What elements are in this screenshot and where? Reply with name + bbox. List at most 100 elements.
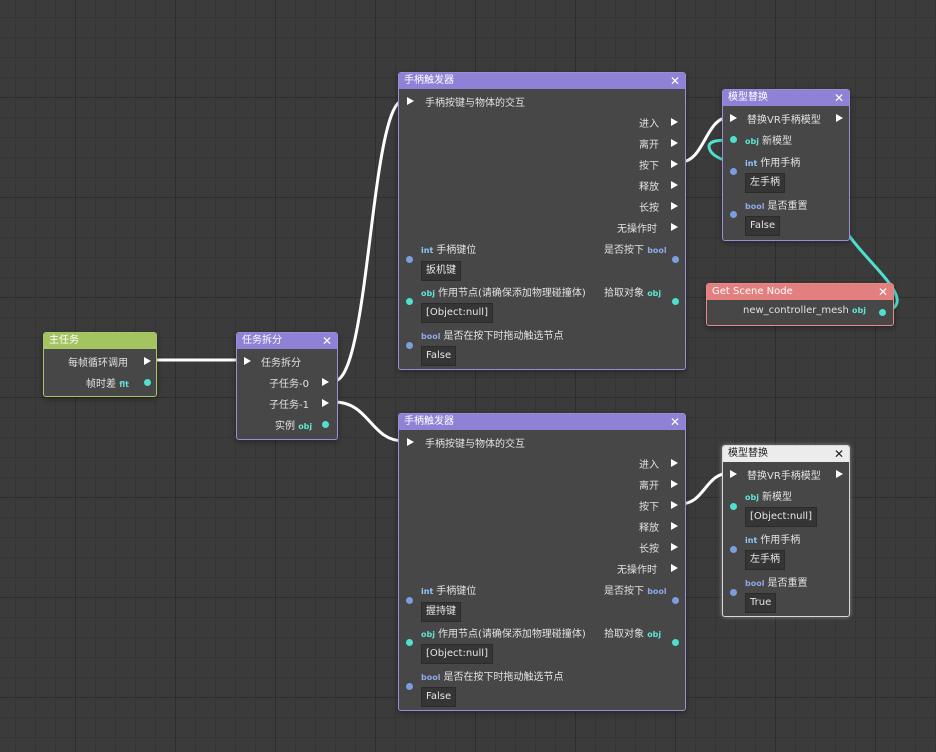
scene-node-output-label: new_controller_mesh obj	[743, 305, 869, 316]
target-node-input-port[interactable]	[406, 298, 413, 305]
target-hand-field[interactable]: 左手柄	[745, 173, 785, 193]
new-model-field[interactable]: [Object:null]	[745, 507, 817, 527]
close-icon[interactable]: ✕	[877, 285, 888, 299]
pick-object-label: 拾取对象 obj	[604, 625, 664, 640]
target-hand-input-port[interactable]	[730, 546, 737, 553]
target-hand-input-port[interactable]	[730, 168, 737, 175]
model-swap-a-header[interactable]: 模型替换✕	[723, 90, 849, 106]
pick-object-output-port[interactable]	[672, 639, 679, 646]
trigger-node-a[interactable]: 手柄触发器✕ 手柄按键与物体的交互 进入 离开 按下 释放 长按 无操作时 in…	[398, 72, 686, 370]
loop-output-port[interactable]	[144, 357, 151, 365]
main-task-node[interactable]: 主任务 每帧循环调用 帧时差 flt	[43, 332, 157, 397]
button-key-text: 手柄键位	[436, 586, 477, 597]
release-output-label: 释放	[639, 182, 659, 193]
idle-output-port[interactable]	[671, 564, 678, 572]
split-input-port[interactable]	[244, 357, 251, 365]
task-split-header[interactable]: 任务拆分 ✕	[237, 333, 337, 349]
subtask-1-port[interactable]	[322, 399, 329, 407]
new-model-text: 新模型	[761, 492, 792, 503]
pick-object-output-port[interactable]	[672, 298, 679, 305]
subtask-1-label: 子任务-1	[269, 400, 309, 411]
leave-output-label: 离开	[639, 481, 659, 492]
enter-output-port[interactable]	[671, 459, 678, 467]
task-split-node[interactable]: 任务拆分✕ 任务拆分 子任务-0 子任务-1 实例 obj	[236, 332, 338, 440]
close-icon[interactable]: ✕	[321, 334, 332, 348]
target-hand-field[interactable]: 左手柄	[745, 550, 785, 570]
drag-select-input-port[interactable]	[406, 342, 413, 349]
target-node-field[interactable]: [Object:null]	[421, 303, 493, 323]
drag-select-field[interactable]: False	[421, 346, 457, 366]
close-icon[interactable]: ✕	[669, 74, 680, 88]
leave-output-port[interactable]	[671, 480, 678, 488]
get-scene-node[interactable]: Get Scene Node✕ new_controller_mesh obj	[706, 283, 894, 326]
trigger-a-input-port[interactable]	[407, 97, 414, 105]
close-icon[interactable]: ✕	[833, 447, 844, 461]
is-pressed-output-port[interactable]	[672, 597, 679, 604]
press-output-port[interactable]	[671, 501, 678, 509]
main-task-header[interactable]: 主任务	[44, 333, 156, 349]
new-model-input-port[interactable]	[730, 136, 737, 143]
scene-node-output-port[interactable]	[879, 309, 886, 316]
trigger-b-input-label: 手柄按键与物体的交互	[425, 439, 525, 450]
obj-type-tag: obj	[647, 289, 662, 298]
idle-output-label: 无操作时	[617, 565, 657, 576]
trigger-a-header[interactable]: 手柄触发器✕	[399, 73, 685, 89]
target-node-input-port[interactable]	[406, 639, 413, 646]
button-key-input-port[interactable]	[406, 597, 413, 604]
button-key-input-port[interactable]	[406, 256, 413, 263]
press-output-port[interactable]	[671, 160, 678, 168]
release-output-port[interactable]	[671, 181, 678, 189]
is-pressed-output-port[interactable]	[672, 256, 679, 263]
get-scene-node-header[interactable]: Get Scene Node✕	[707, 284, 893, 300]
enter-output-port[interactable]	[671, 118, 678, 126]
hold-output-port[interactable]	[671, 543, 678, 551]
new-model-input-port[interactable]	[730, 503, 737, 510]
replace-model-label: 替换VR手柄模型	[747, 115, 821, 126]
button-key-field[interactable]: 握持键	[421, 602, 461, 622]
replace-model-output-port[interactable]	[836, 470, 843, 478]
target-node-text: 作用节点(请确保添加物理碰撞体)	[437, 288, 586, 299]
model-swap-a-input-port[interactable]	[730, 114, 737, 122]
bool-type-tag: bool	[745, 202, 765, 211]
trigger-b-input-port[interactable]	[407, 438, 414, 446]
reset-input-port[interactable]	[730, 589, 737, 596]
target-node-field[interactable]: [Object:null]	[421, 644, 493, 664]
subtask-0-port[interactable]	[322, 378, 329, 386]
reset-field[interactable]: False	[745, 216, 781, 236]
replace-model-output-port[interactable]	[836, 114, 843, 122]
model-swap-b-header[interactable]: 模型替换✕	[723, 446, 849, 462]
task-split-title: 任务拆分	[242, 335, 282, 346]
obj-type-tag: obj	[745, 493, 759, 502]
idle-output-port[interactable]	[671, 223, 678, 231]
close-icon[interactable]: ✕	[833, 91, 844, 105]
release-output-label: 释放	[639, 523, 659, 534]
obj-type-tag: obj	[421, 630, 435, 639]
drag-select-field[interactable]: False	[421, 687, 457, 707]
drag-select-input-port[interactable]	[406, 683, 413, 690]
trigger-node-b[interactable]: 手柄触发器✕ 手柄按键与物体的交互 进入 离开 按下 释放 长按 无操作时 in…	[398, 413, 686, 711]
int-type-tag: int	[421, 246, 434, 255]
model-swap-b-input-port[interactable]	[730, 470, 737, 478]
trigger-a-input-label: 手柄按键与物体的交互	[425, 98, 525, 109]
instance-output-port[interactable]	[322, 421, 329, 428]
is-pressed-text: 是否按下	[604, 245, 644, 256]
close-icon[interactable]: ✕	[669, 415, 680, 429]
obj-type-tag: obj	[298, 422, 313, 431]
reset-field[interactable]: True	[745, 593, 777, 613]
obj-type-tag: obj	[852, 306, 866, 315]
button-key-field[interactable]: 扳机键	[421, 261, 461, 281]
release-output-port[interactable]	[671, 522, 678, 530]
leave-output-port[interactable]	[671, 139, 678, 147]
button-key-text: 手柄键位	[436, 245, 477, 256]
trigger-b-header[interactable]: 手柄触发器✕	[399, 414, 685, 430]
delta-output-port[interactable]	[144, 379, 151, 386]
reset-input-port[interactable]	[730, 211, 737, 218]
hold-output-port[interactable]	[671, 202, 678, 210]
subtask-0-label: 子任务-0	[269, 379, 309, 390]
